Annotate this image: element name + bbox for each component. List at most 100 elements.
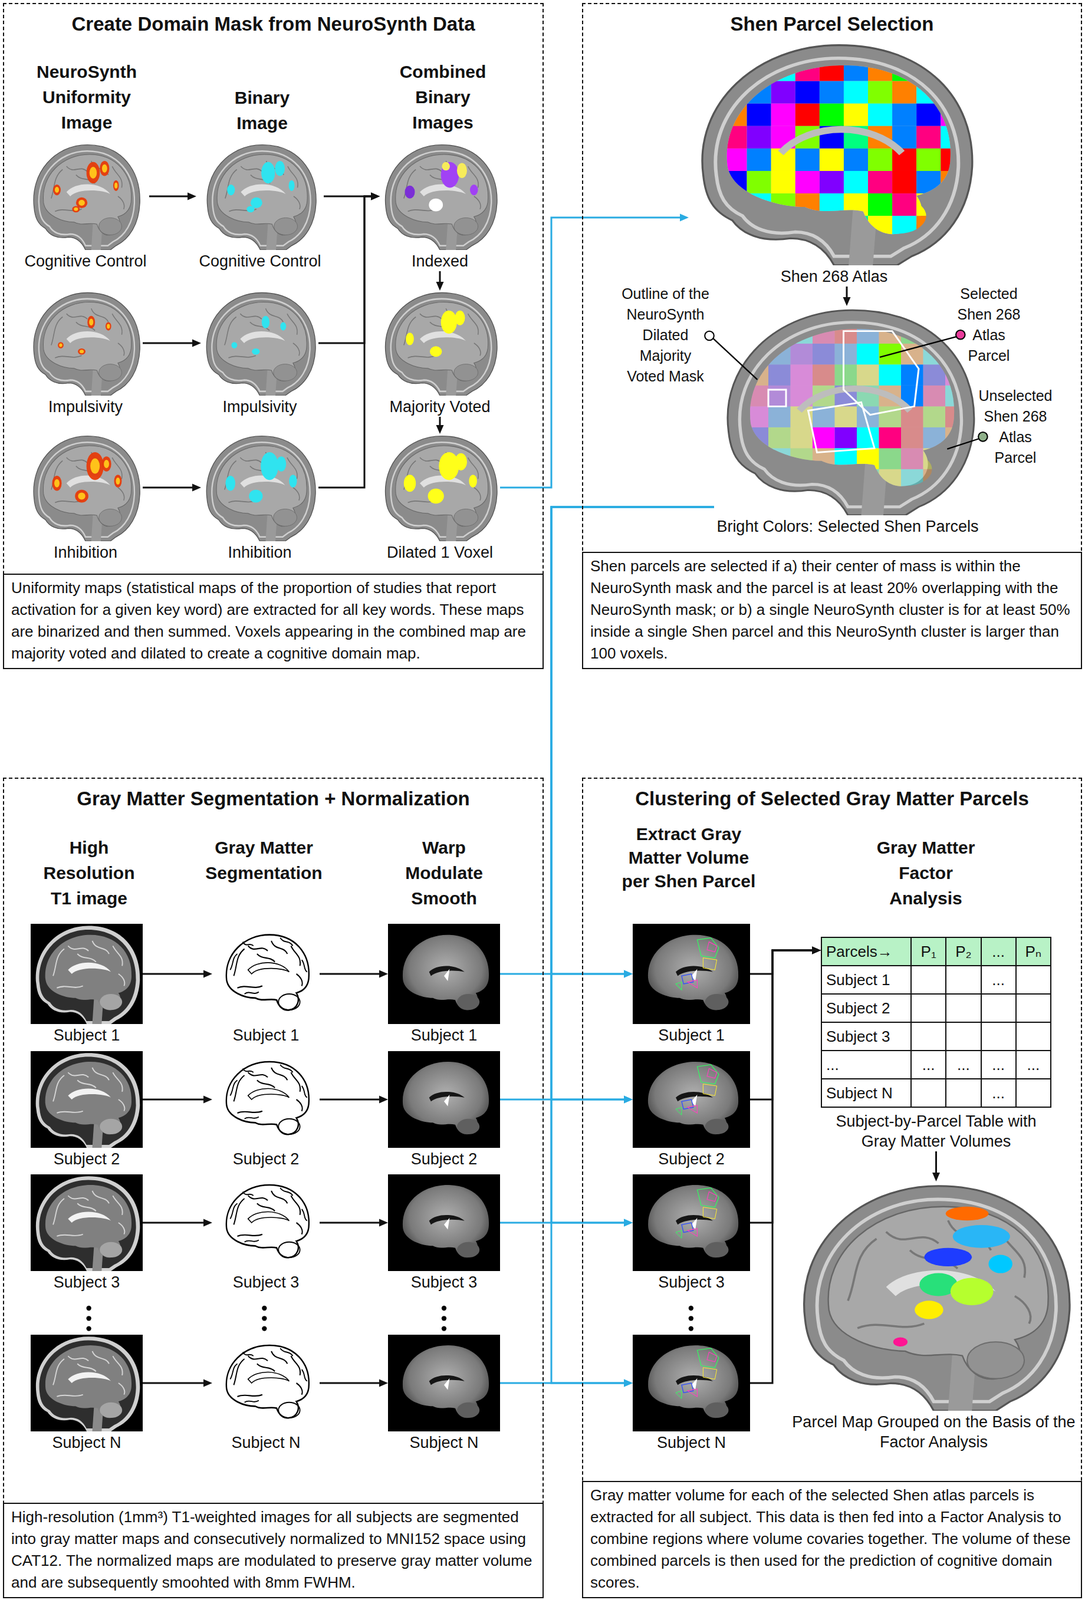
smoothed-brain	[648, 1185, 739, 1258]
binary-blob	[280, 321, 286, 331]
corpus-callosum	[248, 1372, 290, 1384]
arrowhead	[379, 1379, 389, 1388]
cerebellum	[99, 1119, 123, 1135]
image-node: Subject 2	[212, 1051, 320, 1170]
description-box: Uniformity maps (statistical maps of the…	[2, 573, 544, 670]
gray-matter-fold	[271, 1351, 288, 1364]
corpus-callosum	[248, 1212, 290, 1223]
gyrus	[53, 949, 65, 977]
gray-matter-fold	[229, 1188, 307, 1243]
image-caption: Subject 3	[30, 1272, 143, 1293]
image-node: Subject 3	[388, 1174, 501, 1293]
gray-matter-fold	[237, 1234, 262, 1237]
image-node: Subject N	[212, 1335, 320, 1453]
atlas-parcel	[868, 103, 893, 127]
connector	[319, 1096, 389, 1104]
table-node: Parcels→P₁P₂...PₙSubject 1...Subject 2Su…	[820, 936, 1052, 1152]
image-node: Cognitive Control	[196, 142, 324, 272]
ventricle-highlight	[444, 969, 450, 982]
atlas-parcel	[901, 343, 924, 366]
description-text: Uniformity maps (statistical maps of the…	[11, 577, 536, 665]
scan-background	[212, 1174, 320, 1272]
corpus-callosum	[67, 1372, 111, 1384]
scan-background	[632, 1335, 751, 1432]
activation-core	[89, 319, 94, 327]
indexed-blob	[469, 184, 479, 196]
mask-blob	[403, 474, 416, 492]
cerebellum	[99, 1402, 123, 1419]
gray-matter-fold	[229, 1064, 307, 1120]
atlas-parcel	[819, 238, 844, 261]
table-cell	[1016, 1079, 1051, 1107]
atlas-parcel	[940, 126, 965, 149]
factor-parcel	[950, 1277, 994, 1306]
connector-line	[935, 1151, 937, 1175]
scan-background	[388, 1051, 501, 1149]
description-box: Gray matter volume for each of the selec…	[582, 1481, 1083, 1599]
scalp	[390, 298, 492, 392]
brain	[395, 302, 489, 382]
panel-title: Gray Matter Segmentation + Normalization	[4, 787, 543, 811]
brain-image	[30, 1335, 143, 1432]
atlas-parcel	[768, 385, 791, 407]
activation-blob	[113, 180, 120, 192]
ellipsis-dot	[441, 1326, 447, 1331]
binary-blob	[260, 452, 279, 480]
label-slot: High Resolution T1 image	[33, 834, 146, 912]
gyrus	[66, 166, 88, 172]
parcel-outline	[696, 1188, 719, 1208]
parcel-outline	[696, 938, 719, 959]
factor-parcel	[914, 1300, 944, 1320]
parcel-outline	[675, 1107, 682, 1116]
parcel-outline	[696, 1348, 719, 1369]
mask-blob	[428, 488, 445, 504]
atlas-parcel	[922, 490, 946, 512]
atlas-parcel	[722, 148, 748, 172]
atlas-parcel	[747, 103, 772, 127]
head	[804, 1186, 1070, 1412]
ellipsis-dot	[86, 1326, 91, 1331]
gyrus	[67, 1072, 89, 1078]
label-slot: Binary Image	[211, 84, 314, 136]
image-caption: Subject 3	[212, 1272, 320, 1293]
atlas-parcel	[722, 103, 748, 127]
scalp	[38, 150, 135, 246]
head	[727, 310, 974, 516]
connector	[318, 192, 380, 344]
atlas-parcel	[768, 364, 791, 386]
parcel-outline	[707, 1069, 718, 1079]
binary-blob	[274, 160, 285, 176]
brain-image	[30, 1051, 143, 1149]
ellipsis-dot	[688, 1326, 694, 1331]
scan-background	[30, 1335, 143, 1432]
image-node: Shen 268 Atlas	[688, 40, 980, 287]
atlas-parcel	[922, 427, 946, 449]
connector	[323, 192, 380, 201]
head	[33, 436, 140, 542]
image-node: Impulsivity	[201, 290, 319, 417]
atlas-parcel	[940, 81, 965, 104]
atlas-parcel	[747, 81, 772, 104]
atlas-parcel	[856, 343, 880, 366]
image-node: Bright Colors: Selected Shen Parcels	[714, 306, 982, 537]
atlas-parcel	[819, 171, 844, 194]
gyrus	[1014, 1296, 1031, 1325]
atlas-parcel	[843, 58, 868, 81]
table-cell-text: Subject 1	[822, 966, 911, 994]
scan-background	[212, 1051, 320, 1149]
atlas-parcel	[790, 427, 813, 449]
activation-blob	[51, 475, 62, 491]
leader-line	[879, 336, 957, 358]
gray-matter-fold	[237, 1395, 262, 1397]
atlas-parcel	[843, 215, 868, 239]
table-cell	[911, 966, 946, 994]
description-text: Gray matter volume for each of the selec…	[590, 1484, 1074, 1594]
gyrus	[403, 317, 416, 346]
connector	[319, 970, 389, 979]
label-slot: Gray Matter Segmentation	[203, 834, 325, 886]
image-node: Subject 2	[632, 1051, 751, 1170]
atlas-parcel	[945, 490, 968, 512]
smoothed-brain	[402, 1185, 489, 1258]
gyrus	[117, 343, 125, 356]
atlas-parcel	[812, 364, 835, 386]
